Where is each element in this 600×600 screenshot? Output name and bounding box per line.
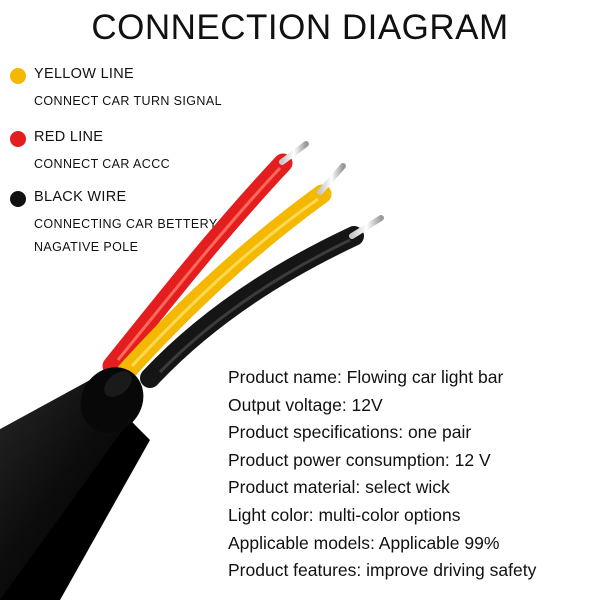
spec-product-name: Product name: Flowing car light bar (228, 367, 504, 387)
spec-applicable-models: Applicable models: Applicable 99% (228, 532, 500, 553)
spec-light-color: Light color: multi-color options (228, 504, 461, 525)
yellow-wire (116, 163, 346, 382)
legend-desc: CONNECT CAR TURN SIGNAL (34, 94, 222, 108)
page-title: CONNECTION DIAGRAM (91, 8, 509, 47)
spec-specifications: Product specifications: one pair (228, 422, 472, 443)
spec-material: Product material: select wick (228, 477, 450, 498)
product-specs: Product name: Flowing car light bar Outp… (228, 364, 536, 585)
black-wire (140, 215, 384, 388)
legend-desc: NAGATIVE POLE (34, 240, 139, 254)
spec-features: Product features: improve driving safety (228, 560, 537, 581)
spec-power-consumption: Product power consumption: 12 V (228, 449, 491, 470)
legend-desc: CONNECTING CAR BETTERY (34, 217, 218, 231)
legend-label: BLACK WIRE (34, 189, 127, 205)
legend-desc: CONNECT CAR ACCC (34, 157, 171, 171)
legend-label: RED LINE (34, 129, 104, 145)
red-dot-icon (10, 131, 26, 147)
cable-sheath (0, 367, 150, 600)
spec-output-voltage: Output voltage: 12V (228, 394, 383, 415)
black-dot-icon (10, 191, 26, 207)
yellow-dot-icon (10, 68, 26, 84)
red-wire (102, 141, 309, 376)
legend-label: YELLOW LINE (34, 66, 134, 82)
